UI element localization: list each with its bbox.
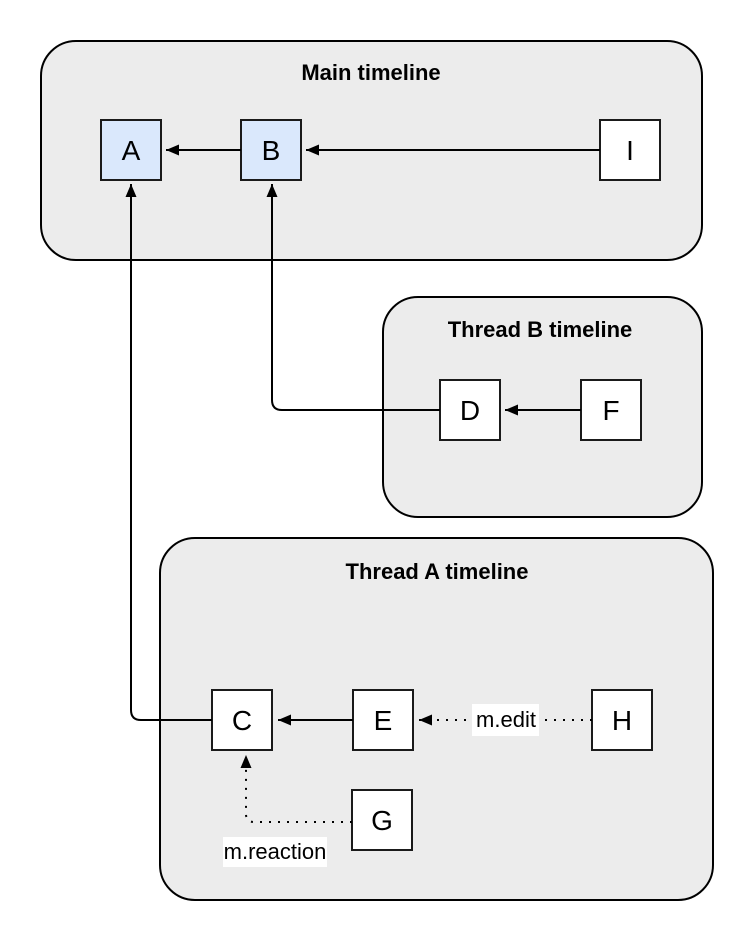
- edge-labels-layer: m.edit m.reaction: [223, 704, 539, 867]
- node-label-D: D: [460, 395, 480, 426]
- edges-layer: [125, 144, 600, 823]
- node-H: [591, 689, 653, 751]
- node-E: [352, 689, 414, 751]
- edge-c-to-a: [125, 184, 212, 721]
- node-label-F: F: [602, 395, 619, 426]
- container-title-thread-b-timeline: Thread B timeline: [448, 317, 633, 342]
- edge-label-g-to-c: m.reaction: [224, 839, 327, 864]
- node-C: [211, 689, 273, 751]
- node-label-H: H: [612, 705, 632, 736]
- node-label-A: A: [122, 135, 141, 166]
- node-label-B: B: [262, 135, 281, 166]
- node-label-E: E: [374, 705, 393, 736]
- node-B: [240, 119, 302, 181]
- container-title-main-timeline: Main timeline: [301, 60, 440, 85]
- edge-label-bg-h-to-e: [472, 704, 539, 736]
- node-I: [599, 119, 661, 181]
- edge-d-to-b: [266, 184, 440, 411]
- container-thread-b-timeline: [382, 296, 703, 518]
- node-label-G: G: [371, 805, 393, 836]
- container-title-thread-a-timeline: Thread A timeline: [346, 559, 529, 584]
- node-label-C: C: [232, 705, 252, 736]
- node-A: [100, 119, 162, 181]
- edge-label-bg-g-to-c: [223, 837, 327, 867]
- edge-label-h-to-e: m.edit: [476, 707, 536, 732]
- node-G: [351, 789, 413, 851]
- nodes-layer: A B I D F C E H G: [100, 119, 661, 851]
- node-label-I: I: [626, 135, 634, 166]
- node-F: [580, 379, 642, 441]
